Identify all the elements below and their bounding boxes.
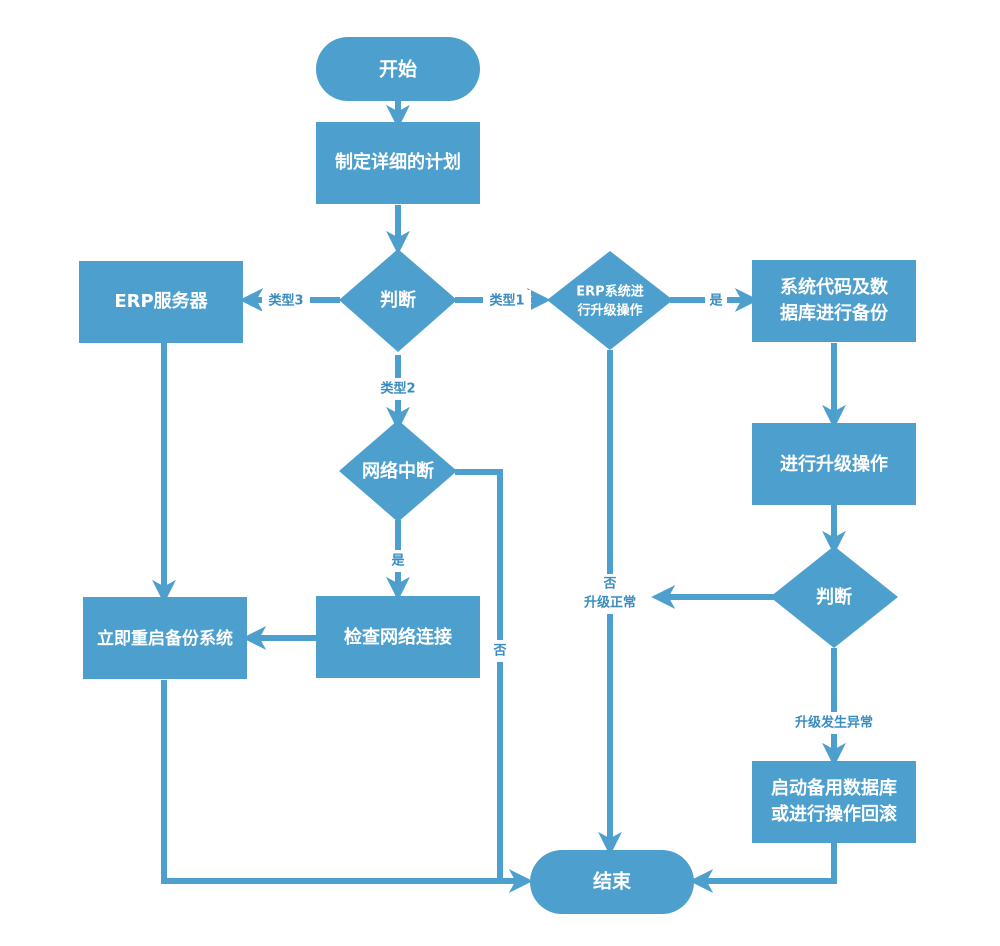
node-fallback-label-2: 或进行操作回滚 bbox=[771, 803, 898, 825]
label-upgrade-error: 升级发生异常 bbox=[795, 715, 873, 731]
label-yes-backup: 是 bbox=[708, 294, 723, 309]
node-judge1 bbox=[339, 249, 457, 352]
node-end bbox=[530, 850, 694, 914]
label-yes-check: 是 bbox=[390, 554, 405, 569]
node-judge1-label: 判断 bbox=[380, 289, 416, 311]
node-upgrade-op-label: 进行升级操作 bbox=[780, 453, 888, 475]
label-no-network: 否 bbox=[492, 644, 506, 659]
label-upgrade-normal: 升级正常 bbox=[584, 595, 636, 611]
node-check-network-label: 检查网络连接 bbox=[344, 626, 452, 648]
node-erp-upgrade-label-2: 行升级操作 bbox=[576, 303, 642, 319]
label-no-upgrade: 否 bbox=[602, 577, 616, 592]
node-plan bbox=[316, 122, 480, 204]
node-restart-backup-label: 立即重启备份系统 bbox=[97, 628, 233, 649]
node-erp-upgrade-label-1: ERP系统进 bbox=[576, 284, 643, 300]
node-upgrade-op bbox=[752, 423, 916, 505]
node-end-label: 结束 bbox=[593, 870, 632, 893]
node-erp-server-label: ERP服务器 bbox=[114, 290, 208, 312]
label-type2: 类型2 bbox=[380, 381, 415, 397]
label-type1: 类型1 bbox=[489, 293, 524, 309]
node-erp-upgrade bbox=[547, 251, 673, 350]
node-fallback bbox=[752, 761, 916, 843]
node-fallback-label-1: 启动备用数据库 bbox=[771, 777, 897, 799]
node-network-label: 网络中断 bbox=[362, 460, 434, 482]
node-restart-backup bbox=[83, 597, 247, 679]
edge-fallback-end bbox=[689, 843, 837, 893]
node-erp-server bbox=[79, 261, 243, 343]
node-network bbox=[339, 420, 457, 522]
edge-restart-end bbox=[161, 680, 533, 893]
node-start-label: 开始 bbox=[379, 58, 417, 81]
node-plan-label: 制定详细的计划 bbox=[335, 151, 461, 173]
node-judge2 bbox=[770, 546, 898, 648]
node-backup-label-2: 据库进行备份 bbox=[780, 302, 889, 324]
node-backup bbox=[752, 260, 916, 342]
node-check-network bbox=[316, 596, 480, 678]
node-backup-label-1: 系统代码及数 bbox=[780, 276, 889, 298]
edge-network-end bbox=[455, 469, 503, 881]
node-judge2-label: 判断 bbox=[816, 586, 852, 608]
label-type3: 类型3 bbox=[268, 293, 303, 309]
node-start bbox=[316, 37, 480, 101]
